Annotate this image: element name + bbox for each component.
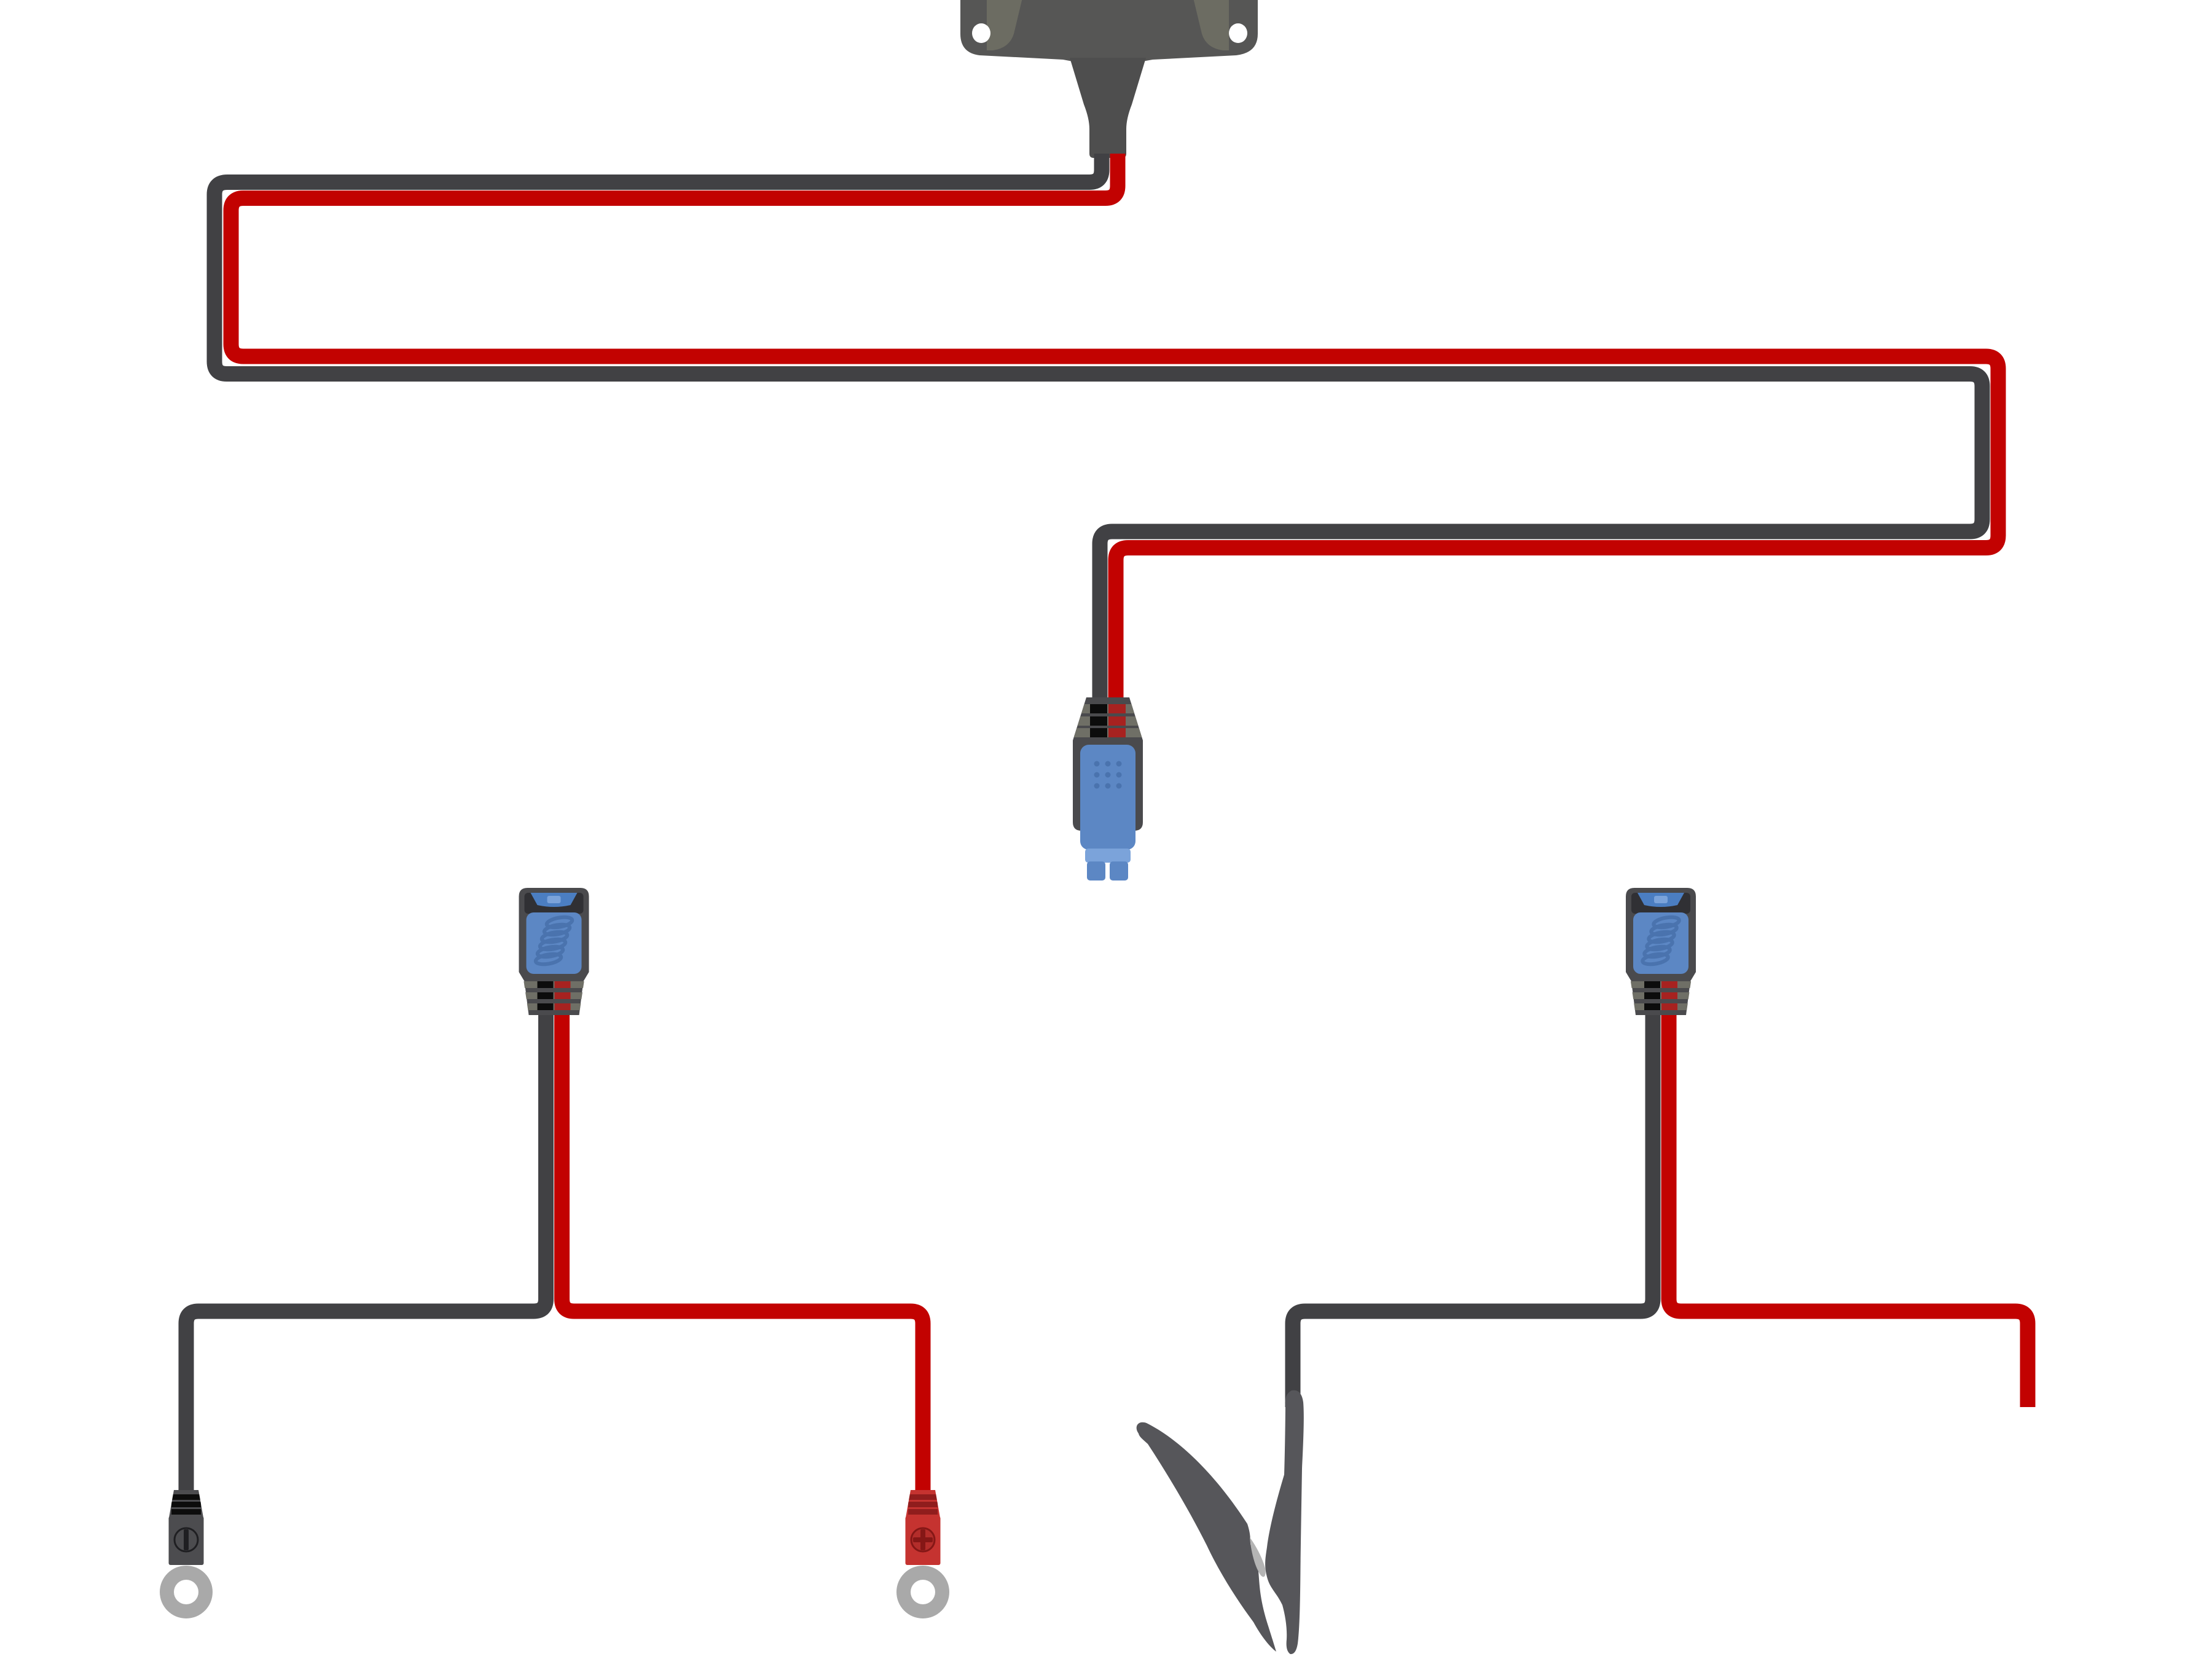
mounting-hole-left — [972, 23, 990, 43]
charger-body — [960, 0, 1258, 65]
mounting-hole-right — [1229, 23, 1247, 43]
plug-face — [1080, 745, 1135, 850]
plug-prong-left — [1087, 861, 1105, 880]
positive-eyelet-terminal — [896, 1490, 949, 1618]
clamp-harness — [1136, 888, 2036, 1655]
negative-eyelet-terminal — [160, 1490, 213, 1618]
negative-battery-clamp — [1136, 1390, 1304, 1655]
charger-panel-right — [1193, 0, 1229, 50]
clamp-negative-wire — [1285, 1014, 1661, 1407]
charger-panel-left — [987, 0, 1022, 50]
eyelet-negative-wire — [178, 1014, 554, 1493]
plug-tab — [1085, 849, 1131, 863]
plug-prong-right — [1110, 861, 1128, 880]
eyelet-positive-wire — [554, 1014, 931, 1493]
eyelet-harness-connector — [519, 888, 589, 1015]
eyelet-harness — [160, 888, 949, 1618]
main-positive-wire — [223, 154, 2006, 704]
charger-cable-boot — [1070, 58, 1146, 158]
quick-connect-plug — [1073, 697, 1143, 880]
plug-strain-ribs — [1074, 704, 1142, 737]
main-negative-wire — [206, 154, 1990, 704]
clamp-harness-connector — [1626, 888, 1696, 1015]
plug-grip-dots — [1094, 761, 1122, 789]
clamp-positive-wire — [1661, 1014, 2036, 1407]
charger-unit — [960, 0, 1258, 158]
